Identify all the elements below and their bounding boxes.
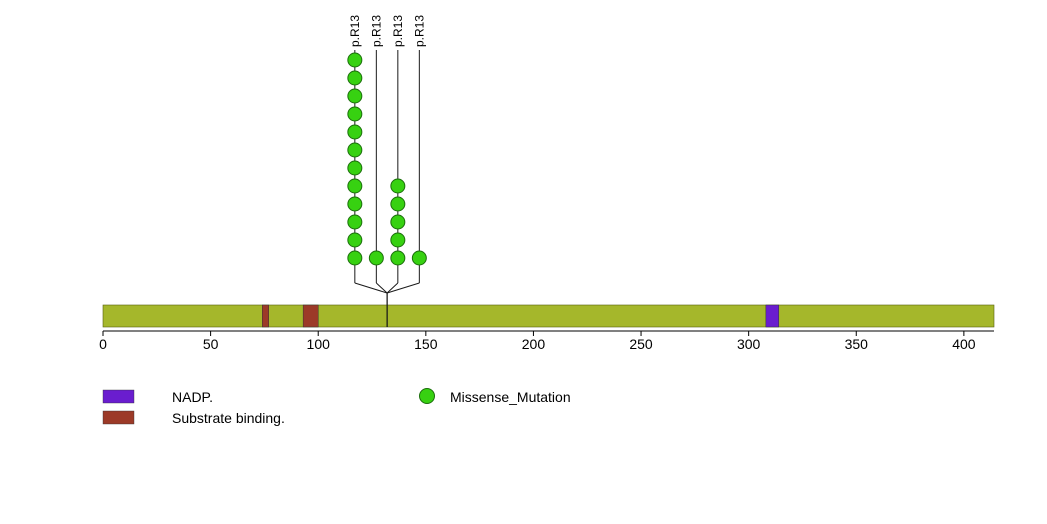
mutation-label: p.R13 — [412, 15, 426, 47]
mutation-circle — [390, 214, 406, 230]
mutation-circle — [347, 88, 363, 104]
legend-label: NADP. — [172, 389, 213, 405]
mutation-circle — [390, 178, 406, 194]
x-axis-tick-label: 150 — [414, 336, 438, 352]
legend-swatch-nadp — [102, 389, 135, 404]
mutation-circle — [347, 142, 363, 158]
protein-backbone — [102, 304, 995, 328]
mutation-circle — [347, 196, 363, 212]
mutation-circle — [347, 70, 363, 86]
mutation-circle — [347, 232, 363, 248]
x-axis-tick-label: 100 — [307, 336, 331, 352]
mutation-stem-branch — [386, 282, 420, 294]
mutation-label: p.R13 — [369, 15, 383, 47]
x-axis-tick-label: 250 — [629, 336, 653, 352]
domain-rect-2 — [765, 304, 780, 328]
mutation-circle — [390, 232, 406, 248]
mutation-label: p.R13 — [391, 15, 405, 47]
x-axis-tick-label: 50 — [203, 336, 219, 352]
x-axis-tick-label: 400 — [952, 336, 976, 352]
legend-label: Substrate binding. — [172, 410, 285, 426]
mutation-circle — [390, 196, 406, 212]
mutation-circle — [347, 214, 363, 230]
mutation-circle — [368, 250, 384, 266]
mutation-circle — [347, 250, 363, 266]
mutation-circle — [347, 106, 363, 122]
mutation-circle — [347, 178, 363, 194]
domain-rect-1 — [302, 304, 319, 328]
domain-rect-0 — [262, 304, 269, 328]
mutation-circle — [347, 52, 363, 68]
x-axis-tick-label: 300 — [737, 336, 761, 352]
mutation-circle — [411, 250, 427, 266]
mutation-circle — [390, 250, 406, 266]
legend-swatch-substrate-binding — [102, 410, 135, 425]
mutation-circle — [347, 160, 363, 176]
mutation-stem-branch — [375, 282, 388, 294]
mutation-circle — [347, 124, 363, 140]
x-axis-tick-label: 350 — [845, 336, 869, 352]
x-axis-tick-label: 0 — [99, 336, 107, 352]
mutation-label: p.R13 — [348, 15, 362, 47]
mutation-stem-branch — [386, 282, 399, 294]
x-axis-tick-label: 200 — [522, 336, 546, 352]
legend-swatch-missense-mutation — [419, 388, 435, 404]
legend-label: Missense_Mutation — [450, 389, 571, 405]
mutation-stem-branch — [354, 282, 388, 294]
